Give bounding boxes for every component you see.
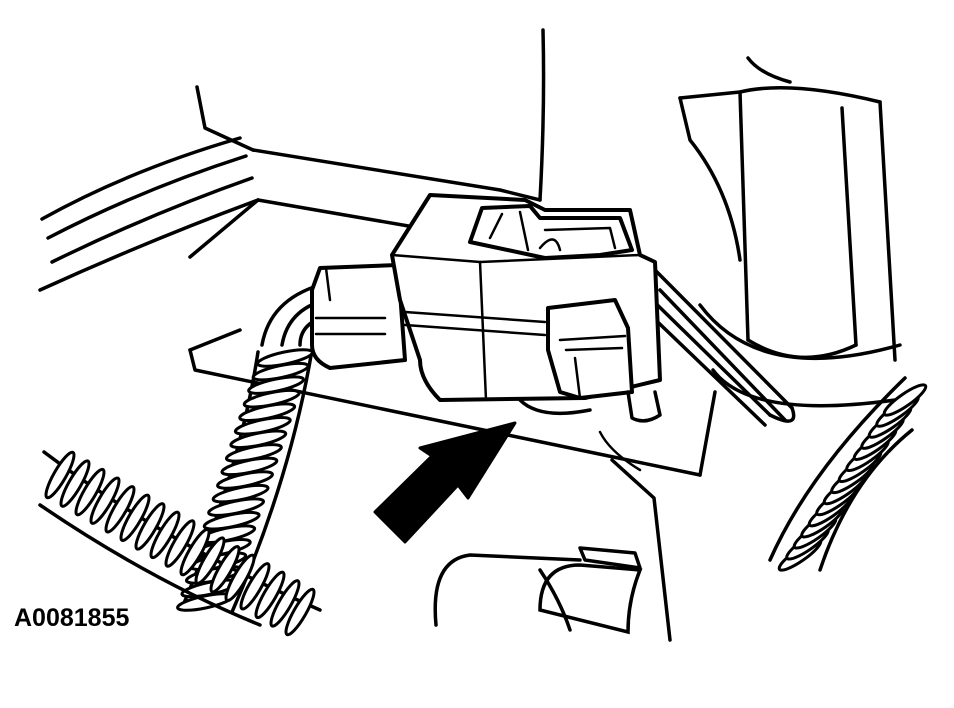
figure-id-label: A0081855 bbox=[14, 604, 130, 632]
left-wire-loom bbox=[176, 348, 314, 614]
right-wire-loom bbox=[768, 376, 928, 572]
connector-wires bbox=[260, 268, 796, 427]
lower-hose bbox=[38, 450, 322, 637]
mounting-bracket bbox=[678, 56, 902, 408]
arrow-icon bbox=[373, 421, 517, 544]
electrical-connector bbox=[310, 193, 662, 423]
background-housing bbox=[38, 28, 717, 642]
lower-clamp bbox=[433, 546, 643, 635]
